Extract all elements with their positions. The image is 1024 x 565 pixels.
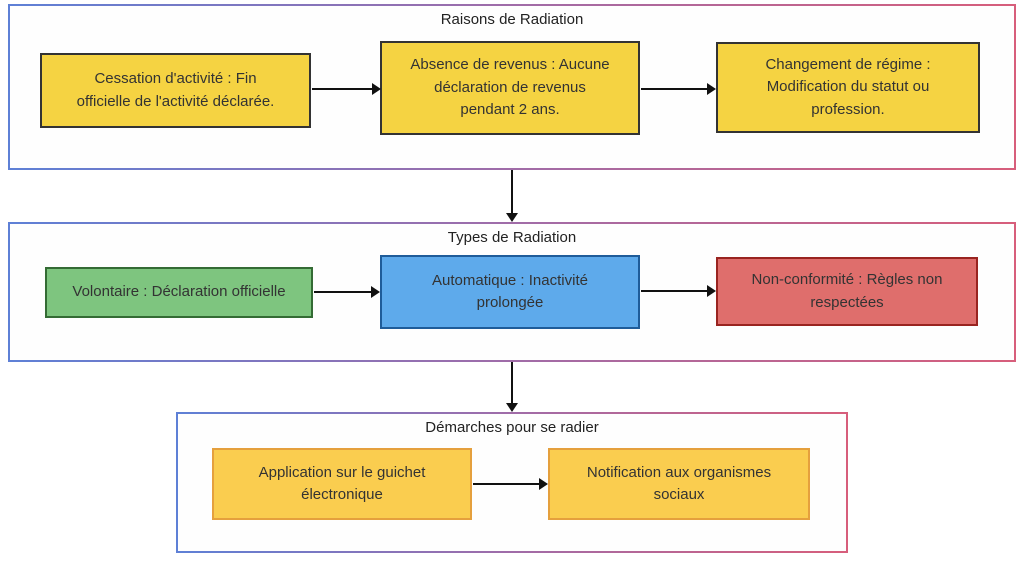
arrow-application-to-notification xyxy=(473,478,548,490)
arrowhead-icon xyxy=(539,478,548,490)
arrow-volontaire-to-automatique xyxy=(314,286,380,298)
section-title-types: Types de Radiation xyxy=(447,229,577,246)
arrow-cessation-to-absence xyxy=(312,83,381,95)
arrow-absence-to-changement xyxy=(641,83,716,95)
section-title-demarches: Démarches pour se radier xyxy=(425,419,599,436)
arrowhead-icon xyxy=(707,83,716,95)
section-title-raisons: Raisons de Radiation xyxy=(440,11,584,28)
node-application-guichet: Application sur le guichet électronique xyxy=(212,448,472,520)
arrowhead-icon xyxy=(371,286,380,298)
node-non-conformite: Non-conformité : Règles non respectées xyxy=(716,257,978,326)
node-automatique: Automatique : Inactivité prolongée xyxy=(380,255,640,329)
node-cessation-activite: Cessation d'activité : Fin officielle de… xyxy=(40,53,311,128)
arrow-raisons-to-types xyxy=(506,170,518,222)
arrow-types-to-demarches xyxy=(506,362,518,412)
arrowhead-icon xyxy=(506,403,518,412)
node-volontaire: Volontaire : Déclaration officielle xyxy=(45,267,313,318)
node-changement-regime: Changement de régime : Modification du s… xyxy=(716,42,980,133)
node-absence-revenus: Absence de revenus : Aucune déclaration … xyxy=(380,41,640,135)
arrowhead-icon xyxy=(506,213,518,222)
node-notification-organismes: Notification aux organismes sociaux xyxy=(548,448,810,520)
arrowhead-icon xyxy=(372,83,381,95)
arrowhead-icon xyxy=(707,285,716,297)
arrow-automatique-to-nonconformite xyxy=(641,285,716,297)
